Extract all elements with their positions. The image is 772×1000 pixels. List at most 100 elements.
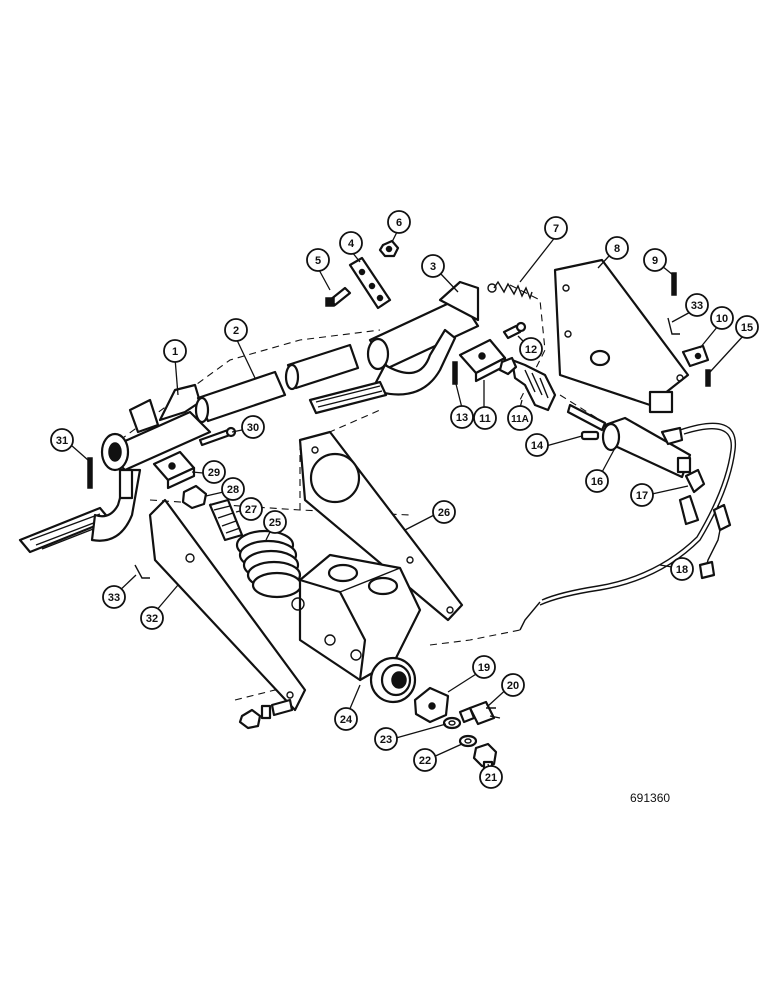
callout-21: 21: [479, 765, 503, 789]
washer-23: [442, 716, 462, 730]
callout-label: 8: [614, 243, 620, 255]
callout-label: 10: [716, 313, 728, 325]
callout-15: 15: [735, 315, 759, 339]
bracket-10: [681, 344, 710, 368]
callout-label: 21: [485, 772, 497, 784]
callout-12: 12: [519, 337, 543, 361]
adapter-fitting: [413, 686, 450, 724]
pedal-support-plate: [298, 430, 464, 622]
pin-9: [671, 272, 677, 296]
bolt-5: [325, 286, 352, 307]
callout-label: 23: [380, 734, 392, 746]
callout-1: 1: [163, 339, 187, 363]
mounting-bracket-32: [148, 498, 307, 712]
callout-3: 3: [421, 254, 445, 278]
callout-24: 24: [334, 707, 358, 731]
callout-5: 5: [306, 248, 330, 272]
dust-boot: [498, 356, 557, 412]
leader-lines: [62, 229, 745, 775]
callout-10: 10: [710, 306, 734, 330]
cross-shaft: [194, 343, 360, 424]
callout-label: 13: [456, 412, 468, 424]
figure-number: 691360: [630, 791, 670, 805]
callout-33-upper: 33: [685, 293, 709, 317]
callout-4: 4: [339, 231, 363, 255]
callout-31: 31: [50, 428, 74, 452]
callout-label: 14: [531, 440, 544, 452]
callout-label: 4: [348, 238, 355, 250]
nut-6: [378, 239, 400, 258]
nut-28: [181, 484, 208, 510]
callout-2: 2: [224, 318, 248, 342]
link-plate: [348, 256, 392, 310]
callout-label: 33: [691, 300, 703, 312]
pin-15: [705, 369, 711, 387]
callout-label: 15: [741, 322, 753, 334]
callout-18: 18: [670, 557, 694, 581]
callout-27: 27: [239, 497, 263, 521]
callout-9: 9: [643, 248, 667, 272]
callout-label: 28: [227, 484, 239, 496]
callout-label: 29: [208, 467, 220, 479]
callout-32: 32: [140, 606, 164, 630]
callout-label: 11A: [511, 414, 529, 425]
washer-22: [458, 734, 478, 748]
fitting-17: [684, 468, 706, 494]
callout-label: 20: [507, 680, 519, 692]
bolt-30: [198, 426, 237, 447]
clip-33-lower: [134, 564, 150, 579]
callout-label: 32: [146, 613, 158, 625]
callout-label: 6: [396, 217, 402, 229]
callout-7: 7: [544, 216, 568, 240]
clevis-block: [458, 338, 507, 383]
clip-33-upper: [667, 317, 680, 335]
callout-label: 9: [652, 255, 658, 267]
callout-label: 12: [525, 344, 537, 356]
callout-29: 29: [202, 460, 226, 484]
callout-label: 5: [315, 255, 321, 267]
callout-16: 16: [585, 469, 609, 493]
callout-11a: 11A: [507, 405, 533, 431]
callout-30: 30: [241, 415, 265, 439]
callout-20: 20: [501, 673, 525, 697]
stop-light-switch: [458, 700, 501, 726]
callout-label: 3: [430, 261, 436, 273]
callout-label: 33: [108, 592, 120, 604]
callout-17: 17: [630, 483, 654, 507]
callout-label: 25: [269, 517, 281, 529]
callout-label: 30: [247, 422, 259, 434]
pin-13: [452, 361, 458, 385]
master-cylinder-boot: [235, 529, 303, 599]
callout-label: 16: [591, 476, 603, 488]
threaded-rod: [208, 498, 244, 542]
callout-26: 26: [432, 500, 456, 524]
callout-28: 28: [221, 477, 245, 501]
callout-label: 26: [438, 507, 450, 519]
clevis-pin-14: [580, 430, 600, 441]
clevis-29: [152, 450, 196, 490]
callout-label: 17: [636, 490, 648, 502]
callout-label: 11: [479, 413, 491, 425]
right-brake-pedal: [308, 280, 480, 415]
pin-31: [87, 457, 93, 489]
master-cylinder: [291, 553, 422, 704]
slave-cylinder: [566, 403, 692, 479]
callout-23: 23: [374, 727, 398, 751]
return-spring: [487, 280, 533, 301]
callout-label: 31: [56, 435, 68, 447]
mounting-plate: [553, 258, 690, 414]
callout-33-lower: 33: [102, 585, 126, 609]
callout-label: 2: [233, 325, 239, 337]
callout-label: 7: [553, 223, 559, 235]
brake-hose-assembly: [519, 422, 737, 631]
callout-label: 1: [172, 346, 178, 358]
callout-14: 14: [525, 433, 549, 457]
bolt-12: [502, 321, 527, 340]
callout-label: 18: [676, 564, 688, 576]
callout-11: 11: [473, 406, 497, 430]
callout-19: 19: [472, 655, 496, 679]
bracket-bolt-assembly: [238, 698, 294, 730]
callout-label: 27: [245, 504, 257, 516]
callout-22: 22: [413, 748, 437, 772]
